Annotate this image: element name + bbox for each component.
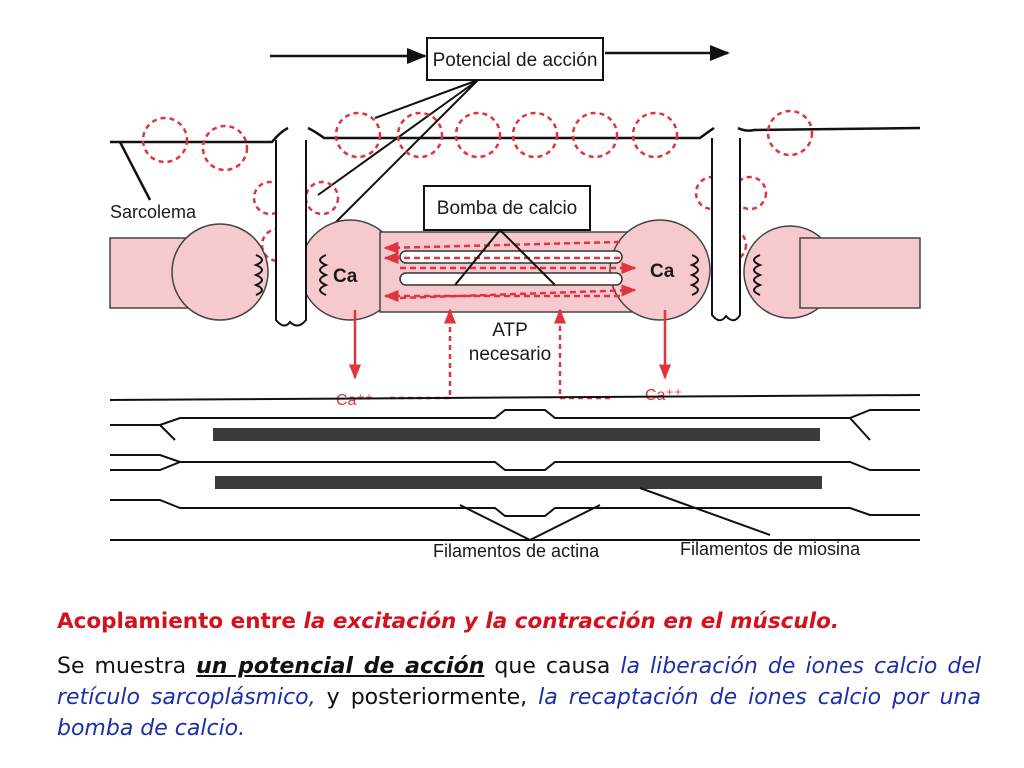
caption-title-emphasis: la excitación y la contracción en el mús… [303,609,840,634]
action-potential-arrow [270,45,730,64]
action-potential-box: Potencial de acción [426,37,604,81]
figure-caption: Acoplamiento entre la excitación y la co… [57,605,981,744]
caption-body-release: la liberación de iones calcio del retícu… [57,654,981,710]
caption-body-part1: Se muestra [57,654,197,679]
atp-label-line2: necesario [469,344,551,365]
calcium-pump-label: Bomba de calcio [437,198,577,219]
ca-ion-label-left: Ca⁺⁺ [336,392,373,409]
caption-body-key-phrase: un potencial de acción [196,654,485,679]
t-tubule-right [689,138,763,322]
caption-body-reuptake: la recaptación de iones calcio por una b… [57,685,981,741]
myofibril-outlines [109,394,921,541]
myosin-filaments-label: Filamentos de miosina [680,539,861,559]
excitation-contraction-diagram: Potencial de acción Sarcolema [109,37,921,561]
calcium-release-arrows [349,310,671,380]
t-tubule-left [253,140,329,327]
ca-ion-label-right: Ca⁺⁺ [645,387,682,404]
actin-filaments-label: Filamentos de actina [433,541,600,561]
calcium-pump-arrows [383,240,637,302]
caption-body-part3: que causa [484,654,621,679]
sarcoplasmic-reticulum [109,219,921,321]
caption-title: Acoplamiento entre la excitación y la co… [57,605,981,639]
actin-pointer-lines [459,487,771,542]
ca-store-label-left: Ca [333,266,358,287]
ca-store-label-right: Ca [650,261,675,282]
atp-label-line1: ATP [492,320,528,341]
caption-body-part5: y posteriormente, [315,685,539,710]
calcium-pump-box: Bomba de calcio [423,185,591,286]
action-potential-label: Potencial de acción [433,50,598,71]
caption-title-lead: Acoplamiento entre [57,609,304,634]
sarcolemma-label: Sarcolema [110,202,197,222]
caption-body: Se muestra un potencial de acción que ca… [57,651,981,744]
myosin-filaments [213,428,822,489]
